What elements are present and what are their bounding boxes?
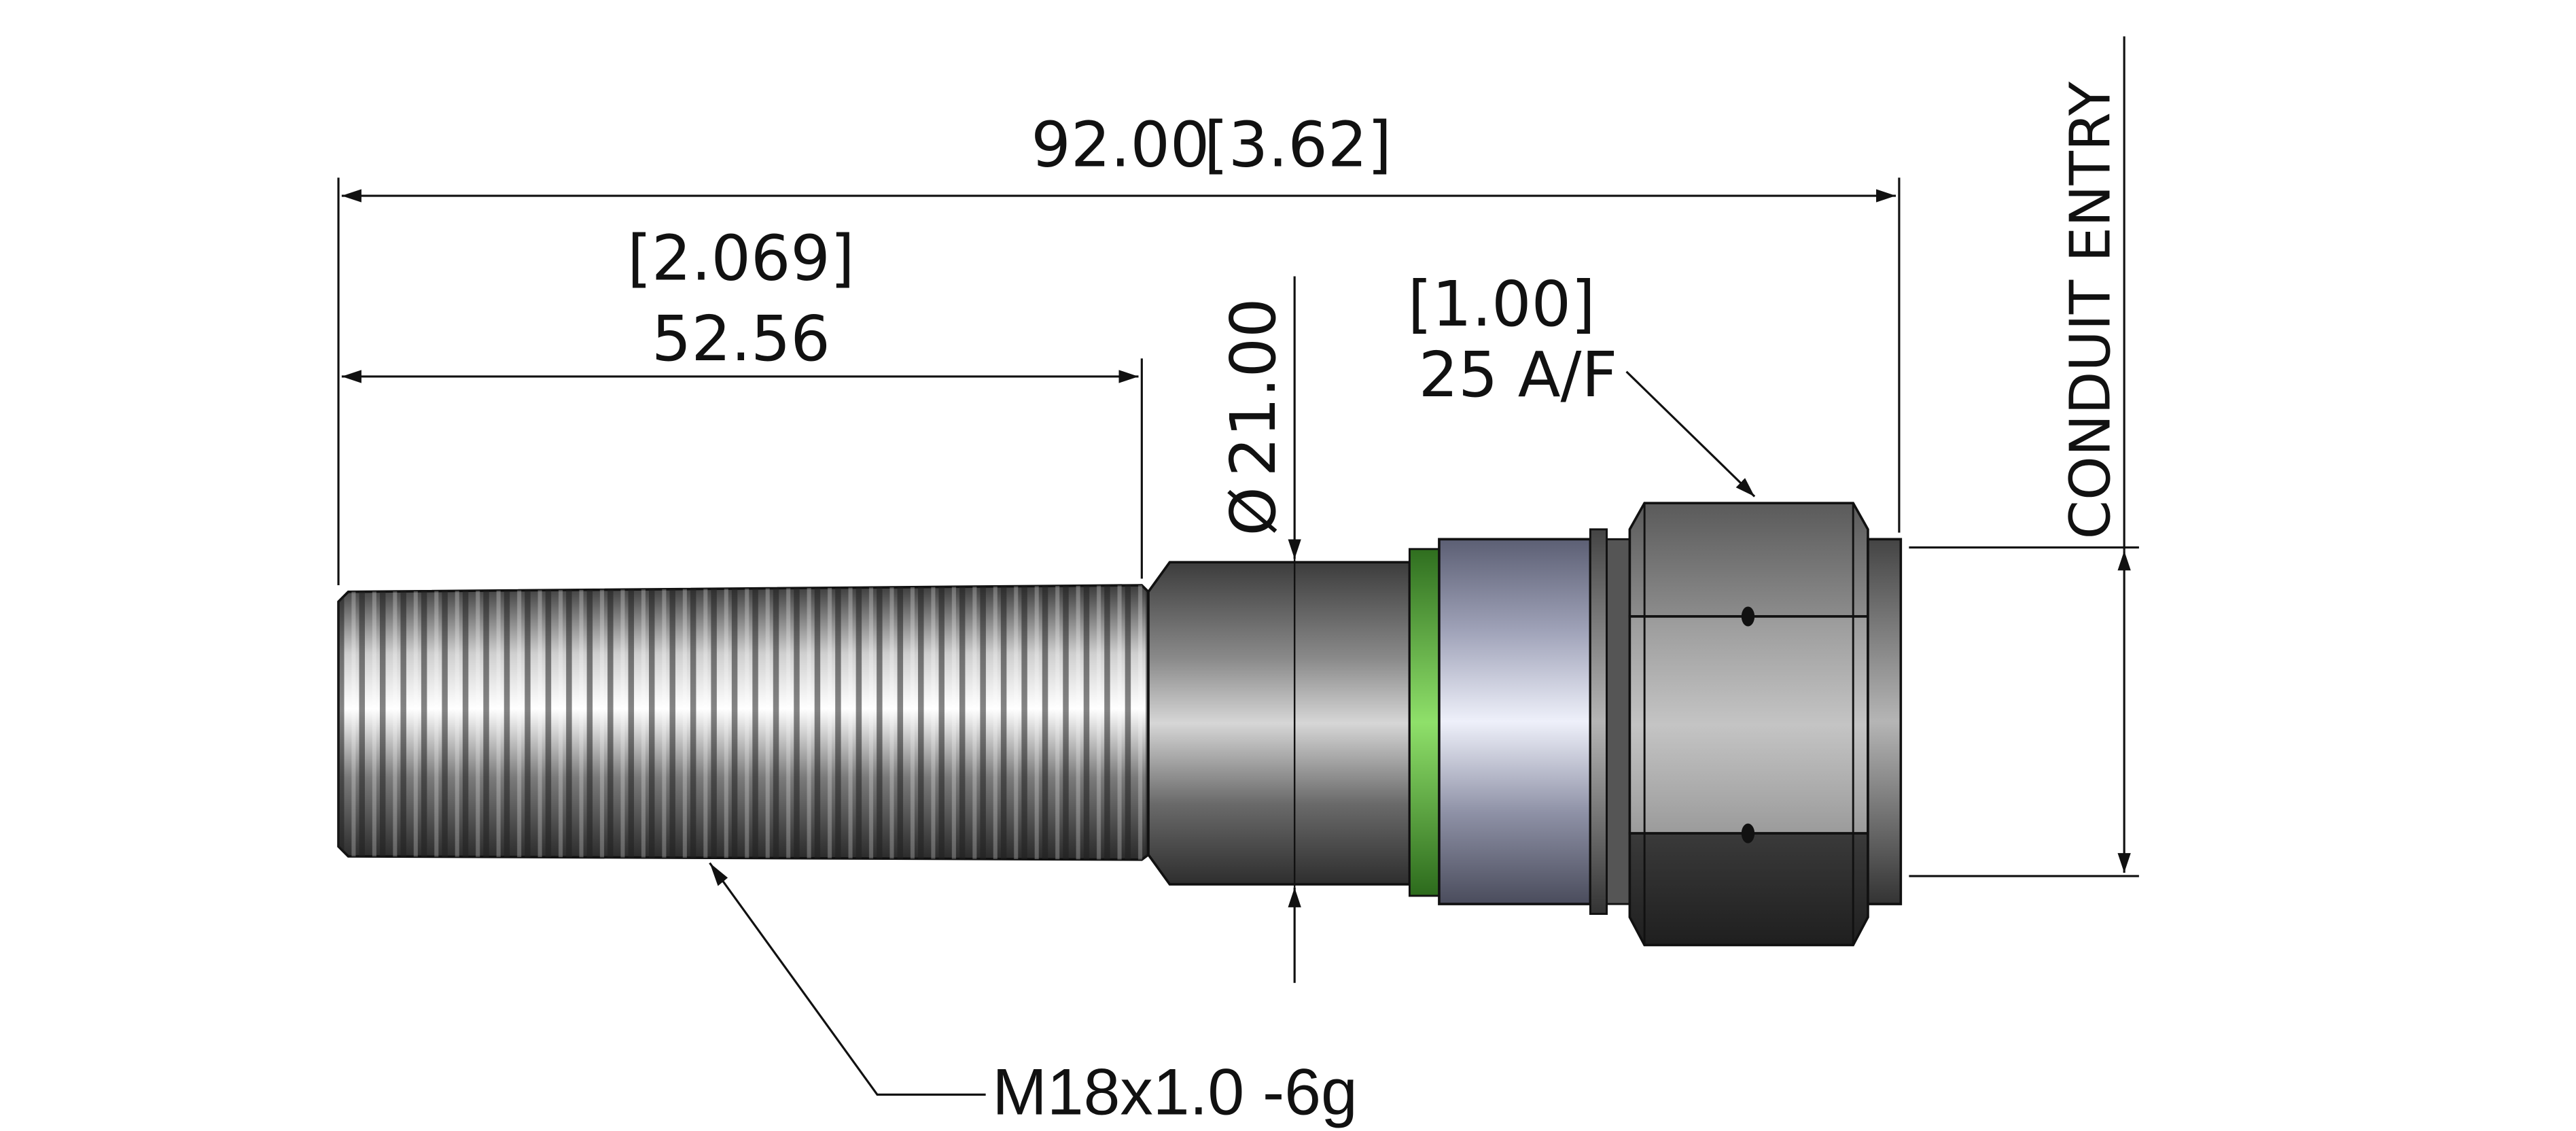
overall-length-metric: 92.00 [1031,108,1210,181]
collar [1438,538,1592,905]
hex-leader-line [1625,370,1756,498]
overall-length-imperial: [3.62] [1204,108,1392,181]
hex-af-metric: 25 A/F [1419,338,1618,411]
hex-af-imperial: [1.00] [1408,268,1595,341]
conduit-entry-label: CONDUIT ENTRY [2058,81,2123,539]
diameter-value: 21.00 [1217,298,1290,476]
hex-nut [1628,502,1869,947]
threaded-section [337,584,1150,861]
diameter-symbol: Ø [1217,487,1290,536]
sensor-part [337,502,1903,947]
thread-callout-leader [709,862,986,1096]
dimension-texts: 92.00 [3.62] [2.069] 52.56 Ø 21.00 [1.00… [627,81,2123,1128]
dimension-lines [337,36,2139,1096]
body-shank [1147,561,1411,886]
conduit-end-lip [1867,538,1903,905]
groove-ring [1589,528,1608,916]
groove-ring [1606,538,1631,905]
seal-ring [1408,548,1441,897]
thread-length-metric: 52.56 [652,302,830,375]
thread-length-imperial: [2.069] [627,222,855,294]
thread-spec-callout: M18x1.0 -6g [992,1056,1357,1129]
